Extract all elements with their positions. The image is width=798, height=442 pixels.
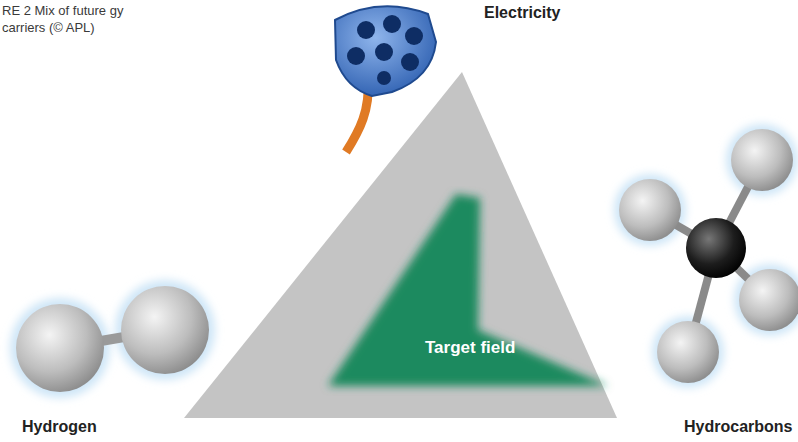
triangle xyxy=(184,72,617,418)
methane-molecule xyxy=(614,124,798,388)
field-label: Target field xyxy=(425,338,515,358)
target-field-shape xyxy=(318,186,628,401)
figure-caption: RE 2 Mix of future gy carriers (© APL) xyxy=(2,2,152,36)
corner-label: Hydrogen xyxy=(22,418,97,436)
corner-label: Hydrocarbons xyxy=(684,418,792,436)
corner-label: Electricity xyxy=(484,4,560,22)
plug-icon xyxy=(335,6,436,96)
target-field: Target field xyxy=(318,186,628,401)
hydrogen-molecule xyxy=(10,280,215,398)
